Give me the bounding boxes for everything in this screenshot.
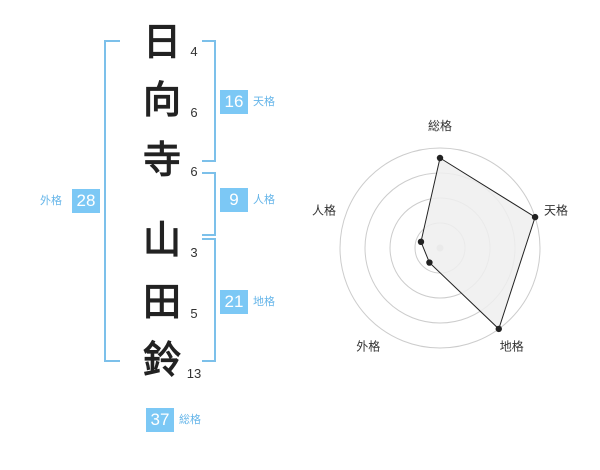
chikaku-label: 地格 [253,295,275,308]
name-char-2: 向 [142,78,181,122]
radar-ring [339,147,541,349]
tenkaku-bracket [202,40,216,162]
radar-axis-label: 地格 [500,339,524,354]
radar-area [420,157,536,330]
stroke-count-6: 13 [186,366,202,381]
radar-point-2 [531,213,539,221]
jinkaku-label: 人格 [253,193,275,206]
gaikaku-bracket [104,40,120,362]
radar-point-1 [436,154,444,162]
soukaku-label: 総格 [179,413,201,426]
name-char-5: 田 [142,280,181,324]
radar-axis-label: 天格 [544,202,568,217]
radar-point-5 [417,238,425,246]
tenkaku-label: 天格 [253,95,275,108]
gaikaku-badge: 28 [72,189,100,213]
tenkaku-badge: 16 [220,90,248,114]
gaikaku-label: 外格 [40,194,62,207]
jinkaku-badge: 9 [220,188,248,212]
stroke-count-3: 6 [190,164,198,179]
stroke-count-2: 6 [190,105,198,120]
radar-point-4 [426,259,433,266]
stroke-count-1: 4 [190,44,198,59]
chikaku-badge: 21 [220,290,248,314]
radar-axis-label: 人格 [312,202,336,217]
jinkaku-bracket [202,172,216,236]
soukaku-badge: 37 [146,408,174,432]
name-char-1: 日 [142,20,181,64]
chikaku-bracket [202,238,216,362]
stroke-count-5: 5 [190,306,198,321]
name-char-4: 山 [142,218,181,262]
name-char-3: 寺 [142,138,181,182]
name-char-6: 鈴 [142,338,181,382]
radar-point-3 [495,325,502,333]
radar-axis-label: 総格 [428,118,452,133]
stroke-count-4: 3 [190,245,198,260]
radar-axis-label: 外格 [356,339,380,354]
